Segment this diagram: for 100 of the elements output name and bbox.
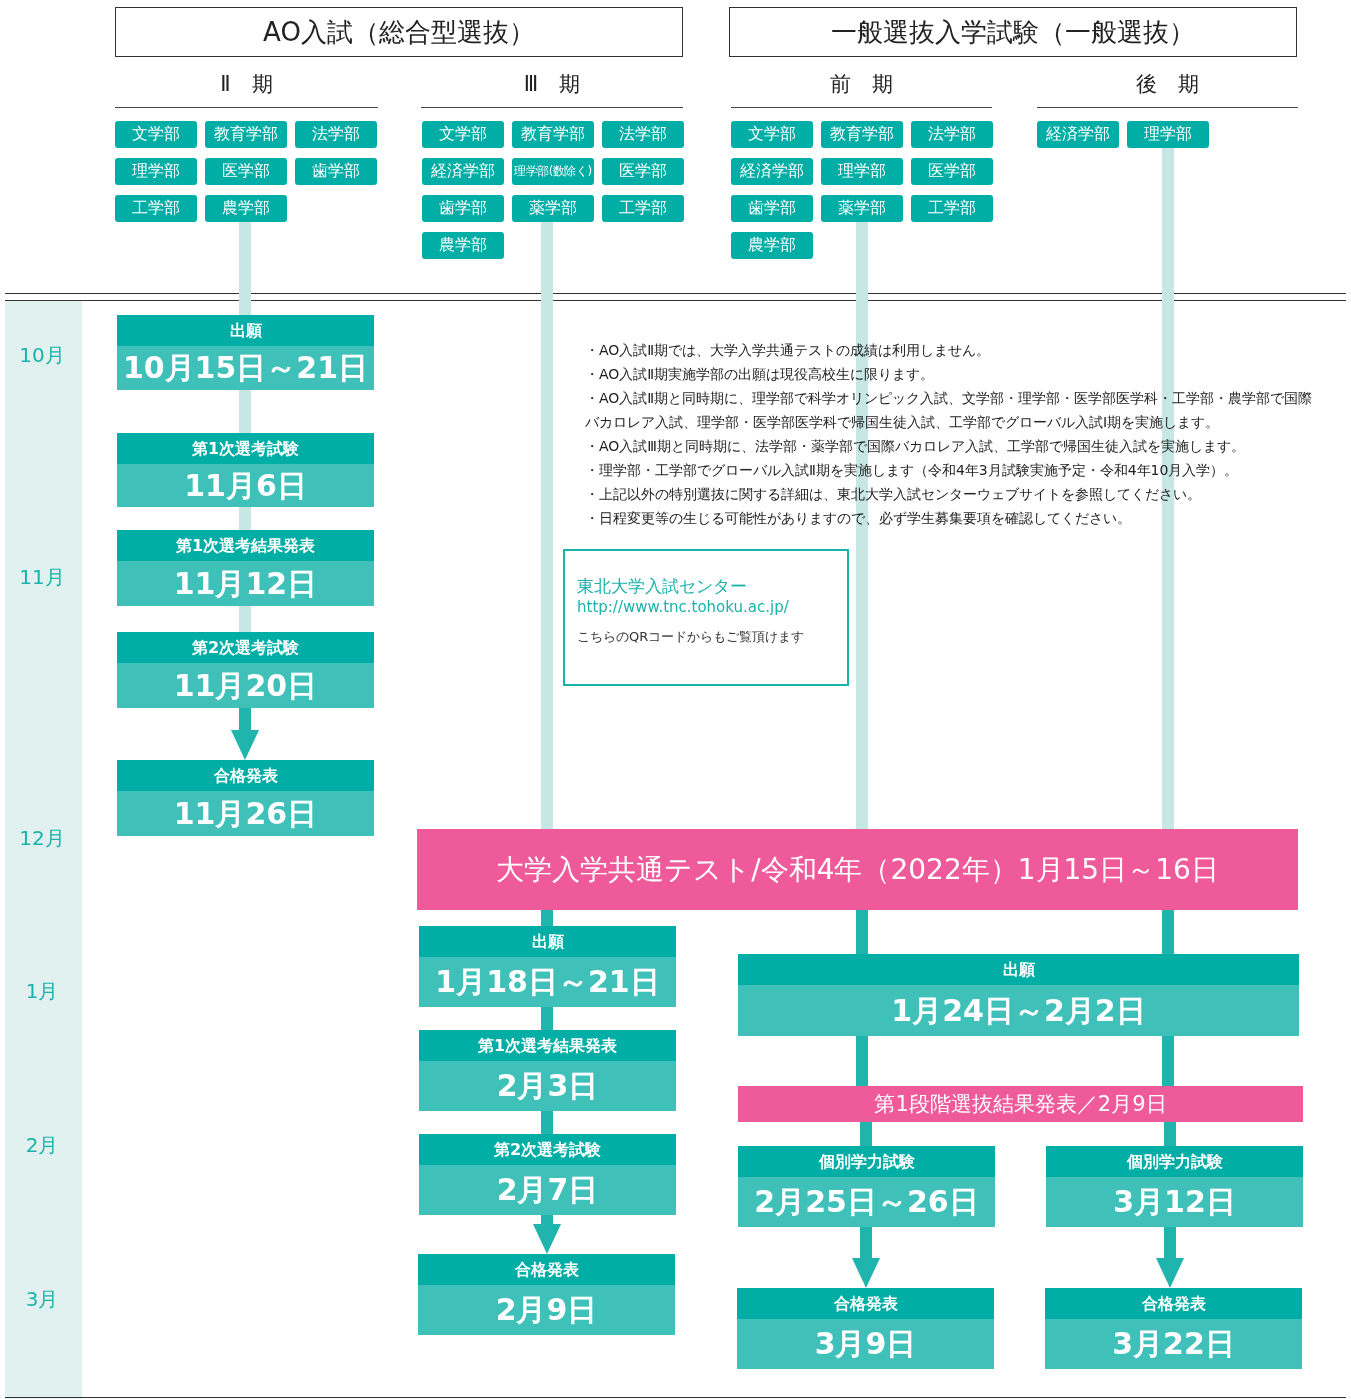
faculty-tag: 医学部 [602, 158, 684, 185]
faculty-tag: 教育学部 [821, 121, 903, 148]
faculty-tag: 歯学部 [295, 158, 377, 185]
faculty-tag: 薬学部 [512, 195, 594, 222]
date-text: 2月25日～26日 [753, 1183, 980, 1221]
info-box [563, 549, 849, 686]
faculty-tag: 文学部 [731, 121, 813, 148]
banner: 第1段階選抜結果発表／2月9日 [738, 1086, 1303, 1122]
arrow [533, 1215, 561, 1254]
step-heading: 個別学力試験 [738, 1146, 995, 1177]
connector-band [239, 222, 251, 315]
month-label: 10月 [18, 342, 66, 369]
connector-band [1162, 1036, 1174, 1086]
month-label: 3月 [24, 1286, 60, 1313]
faculty-tag: 文学部 [115, 121, 197, 148]
schedule-box [419, 1134, 676, 1215]
faculty-tag: 工学部 [911, 195, 993, 222]
month-label: 11月 [18, 564, 66, 591]
schedule-box [738, 1146, 995, 1227]
faculty-tag: 工学部 [115, 195, 197, 222]
faculty-tag: 文学部 [422, 121, 504, 148]
connector-band [239, 507, 251, 530]
faculty-tag: 教育学部 [205, 121, 287, 148]
period-heading: Ⅲ 期 [421, 70, 683, 108]
faculty-tag: 工学部 [602, 195, 684, 222]
faculty-tag: 経済学部 [731, 158, 813, 185]
qr-note-text: こちらのQRコードからもご覧頂けます [577, 628, 806, 646]
date-text: 10月15日～21日 [121, 349, 370, 387]
arrow [231, 708, 259, 760]
faculty-tag: 理学部 [821, 158, 903, 185]
faculty-tag: 薬学部 [821, 195, 903, 222]
step-heading: 合格発表 [418, 1254, 675, 1285]
arrow [852, 1227, 880, 1288]
faculty-tag: 農学部 [731, 232, 813, 259]
faculty-tag: 理学部 [1127, 121, 1209, 148]
note-text: ・AO入試Ⅱ期と同時期に、理学部で科学オリンピック入試、文学部・理学部・医学部医学科・工学部・農学部で国際バカロレア入試、理学部・医学部医学科で帰国生徒入試、工学部でグローバル入試Ⅰ期を実施します。 [585, 389, 1314, 432]
schedule-box [117, 760, 374, 836]
faculty-tag: 農学部 [422, 232, 504, 259]
date-text: 2月9日 [494, 1291, 599, 1329]
connector-band [856, 222, 868, 829]
faculty-tag: 理学部 [115, 158, 197, 185]
date-text: 11月12日 [172, 565, 319, 603]
schedule-box [419, 926, 676, 1007]
period-heading: 後 期 [1037, 70, 1298, 108]
schedule-box [117, 433, 374, 507]
note-text: ・AO入試Ⅲ期と同時期に、法学部・薬学部で国際バカロレア入試、工学部で帰国生徒入試を実施します。 [585, 437, 1246, 456]
category-box: 一般選抜入学試験（一般選抜） [729, 7, 1297, 57]
connector-band [860, 1122, 872, 1146]
date-text: 1月18日～21日 [434, 963, 661, 1001]
month-label: 1月 [24, 978, 60, 1005]
schedule-box [1046, 1146, 1303, 1227]
faculty-tag: 理学部(数除く) [512, 158, 594, 185]
note-text: ・AO入試Ⅱ期では、大学入学共通テストの成績は利用しません。 [585, 341, 992, 360]
connector-band [541, 222, 553, 829]
faculty-tag: 経済学部 [1037, 121, 1119, 148]
schedule-box [1045, 1288, 1302, 1369]
step-heading: 第1次選考結果発表 [419, 1030, 676, 1061]
arrow [1156, 1227, 1184, 1288]
date-text: 11月26日 [172, 795, 319, 833]
schedule-box [117, 315, 374, 390]
note-text: ・上記以外の特別選抜に関する詳細は、東北大学入試センターウェブサイトを参照してください。 [585, 485, 1202, 504]
connector-band [541, 1007, 553, 1030]
schedule-box [117, 632, 374, 708]
date-text: 11月6日 [183, 467, 308, 505]
faculty-tag: 教育学部 [512, 121, 594, 148]
connector-band [541, 1111, 553, 1134]
connector-band [1162, 148, 1174, 829]
step-heading: 出願 [738, 954, 1299, 985]
connector-band [239, 606, 251, 632]
connector-band [856, 910, 868, 954]
faculty-tag: 経済学部 [422, 158, 504, 185]
note-text: ・理学部・工学部でグローバル入試Ⅱ期を実施します（令和4年3月試験実施予定・令和4年10月入学）。 [585, 461, 1240, 480]
step-heading: 合格発表 [117, 760, 374, 791]
schedule-box [737, 1288, 994, 1369]
period-heading: 前 期 [731, 70, 992, 108]
connector-band [1164, 1122, 1176, 1146]
step-heading: 出願 [419, 926, 676, 957]
faculty-tag: 法学部 [295, 121, 377, 148]
date-text: 3月22日 [1111, 1325, 1236, 1363]
schedule-box [117, 530, 374, 606]
faculty-tag: 医学部 [205, 158, 287, 185]
faculty-tag: 歯学部 [731, 195, 813, 222]
url-link: http://www.tnc.tohoku.ac.jp/ [577, 598, 790, 616]
connector-band [239, 390, 251, 433]
faculty-tag: 法学部 [911, 121, 993, 148]
center-name: 東北大学入試センター [577, 575, 748, 598]
month-label: 2月 [24, 1132, 60, 1159]
connector-band [541, 910, 553, 926]
step-heading: 第1次選考試験 [117, 433, 374, 464]
month-label: 12月 [18, 825, 66, 852]
connector-band [856, 1036, 868, 1086]
date-text: 3月9日 [813, 1325, 918, 1363]
step-heading: 合格発表 [737, 1288, 994, 1319]
note-text: ・日程変更等の生じる可能性がありますので、必ず学生募集要項を確認してください。 [585, 509, 1132, 528]
banner: 大学入学共通テスト/令和4年（2022年）1月15日～16日 [417, 829, 1298, 910]
note-text: ・AO入試Ⅱ期実施学部の出願は現役高校生に限ります。 [585, 365, 936, 384]
date-text: 1月24日～2月2日 [890, 992, 1147, 1030]
faculty-tag: 法学部 [602, 121, 684, 148]
date-text: 2月3日 [495, 1067, 600, 1105]
faculty-tag: 歯学部 [422, 195, 504, 222]
